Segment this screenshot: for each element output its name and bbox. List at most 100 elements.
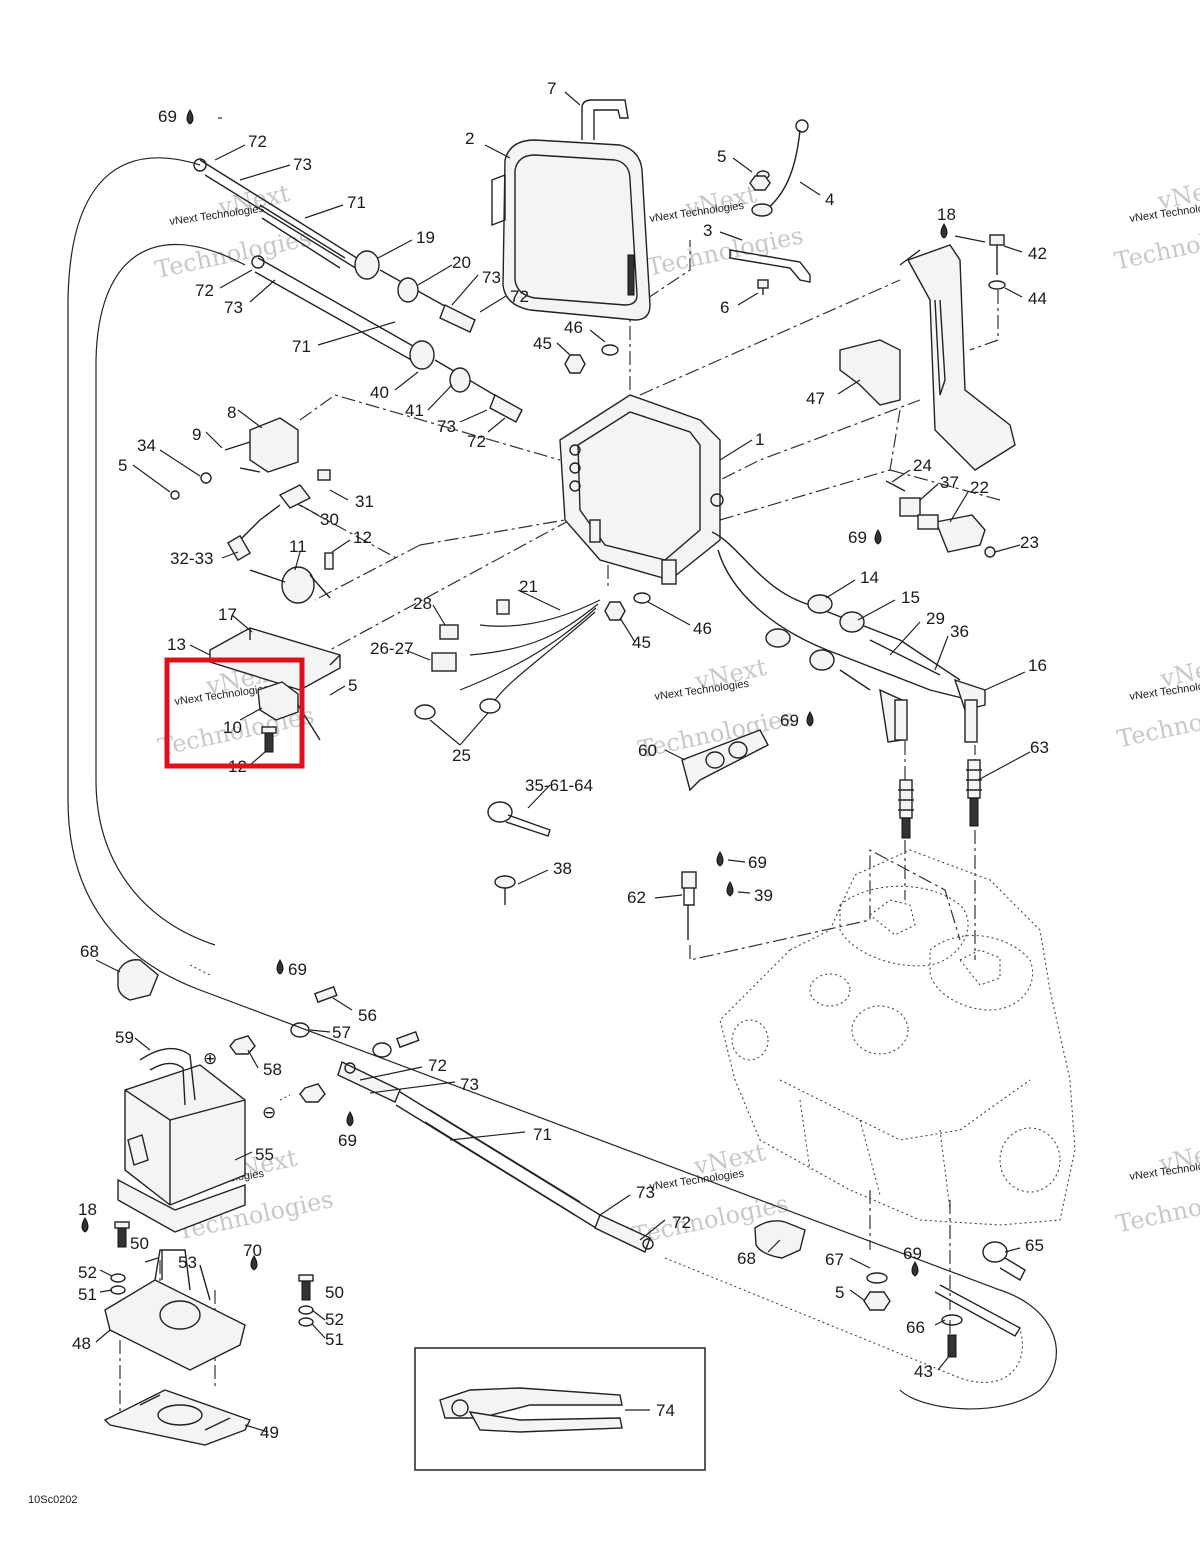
label-part-73: 73: [293, 155, 312, 174]
label-part-36: 36: [950, 622, 969, 641]
label-part-21: 21: [519, 577, 538, 596]
label-part-69: 69: [748, 853, 767, 872]
watermark-small: vNext Technologies: [169, 203, 265, 228]
label-part-25: 25: [452, 746, 471, 765]
positive-terminal-symbol: ⊕: [203, 1049, 217, 1068]
label-part-67: 67: [825, 1250, 844, 1269]
part-8-relay: [170, 417, 299, 500]
label-part-38: 38: [553, 859, 572, 878]
part-2-cover: [491, 139, 651, 321]
label-part-8: 8: [227, 403, 236, 422]
part-59-battery: [117, 1047, 246, 1233]
label-part-52: 52: [78, 1263, 97, 1282]
label-part-45: 45: [533, 334, 552, 353]
battery-cable-upper: [193, 158, 476, 333]
label-part-23: 23: [1020, 533, 1039, 552]
label-part-66: 66: [906, 1318, 925, 1337]
part-68-cap-right: [754, 1220, 806, 1259]
label-part-73: 73: [437, 417, 456, 436]
label-part-53: 53: [178, 1253, 197, 1272]
label-part-29: 29: [926, 609, 945, 628]
label-part-22: 22: [970, 478, 989, 497]
label-part-30: 30: [320, 510, 339, 529]
label-part-69: 69: [848, 528, 867, 547]
label-part-72: 72: [248, 132, 267, 151]
label-part-39: 39: [754, 886, 773, 905]
part-11-solenoid: [249, 552, 334, 604]
label-part-50: 50: [325, 1283, 344, 1302]
label-part-18: 18: [78, 1200, 97, 1219]
battery-cable-middle: [251, 255, 523, 423]
label-part-62: 62: [627, 888, 646, 907]
label-part-57: 57: [332, 1023, 351, 1042]
label-part-1: 1: [755, 430, 764, 449]
part-49-plate: [103, 1389, 251, 1446]
label-part-18: 18: [937, 205, 956, 224]
label-part-34: 34: [137, 436, 156, 455]
drop-symbols: [81, 109, 948, 1277]
label-part-50: 50: [130, 1234, 149, 1253]
part-48-tray: [104, 1249, 246, 1371]
part-60-clip: [681, 729, 769, 792]
label-part-72: 72: [428, 1056, 447, 1075]
label-part-26-27: 26-27: [370, 639, 413, 658]
part-22-connector: [885, 480, 996, 558]
part-62-sensor: [681, 871, 697, 940]
label-part-73: 73: [460, 1075, 479, 1094]
label-part-42: 42: [1028, 244, 1047, 263]
label-part-46: 46: [564, 318, 583, 337]
label-part-51: 51: [78, 1285, 97, 1304]
label-part-48: 48: [72, 1334, 91, 1353]
part-45-46-hardware-top: [564, 175, 771, 621]
label-part-14: 14: [860, 568, 879, 587]
label-part-10: 10: [223, 718, 242, 737]
label-part-74: 74: [656, 1401, 675, 1420]
part-35-61-64-tie: [487, 801, 551, 837]
battery-cable-lower: [337, 1061, 654, 1253]
highlight-box: [164, 657, 305, 769]
label-part-71: 71: [533, 1125, 552, 1144]
label-part-60: 60: [638, 741, 657, 760]
label-part-71: 71: [292, 337, 311, 356]
leader-lines: [95, 91, 1031, 1433]
label-part-11: 11: [289, 537, 307, 556]
label-part-68: 68: [80, 942, 99, 961]
label-part-31: 31: [355, 492, 374, 511]
label-part-32-33: 32-33: [170, 549, 213, 568]
label-part-69: 69: [158, 107, 177, 126]
label-part-35-61-64: 35-61-64: [525, 776, 593, 795]
label-part-72: 72: [467, 432, 486, 451]
label-part-69: 69: [780, 711, 799, 730]
part-65-terminal: [982, 1241, 1026, 1281]
label-part-73: 73: [636, 1183, 655, 1202]
watermark-technologies: Technologies: [1114, 1178, 1200, 1238]
label-part-51: 51: [325, 1330, 344, 1349]
label-part-15: 15: [901, 588, 920, 607]
part-30-fuse-holder: [226, 469, 331, 562]
negative-terminal-symbol: ⊖: [262, 1103, 276, 1122]
label-part-49: 49: [260, 1423, 279, 1442]
label-part-69: 69: [903, 1244, 922, 1263]
label-part-56: 56: [358, 1006, 377, 1025]
label-part-59: 59: [115, 1028, 134, 1047]
part-10-relay: [257, 681, 321, 741]
label-part-44: 44: [1028, 289, 1047, 308]
label-part-63: 63: [1030, 738, 1049, 757]
label-part-72: 72: [195, 281, 214, 300]
part-50-53-hardware: [110, 1221, 314, 1327]
spark-plugs-63: [898, 759, 982, 839]
label-part-69: 69: [338, 1131, 357, 1150]
label-part-55: 55: [255, 1145, 274, 1164]
ignition-harness: [711, 531, 986, 743]
label-part-47: 47: [806, 389, 825, 408]
label-part-40: 40: [370, 383, 389, 402]
label-part-73: 73: [482, 268, 501, 287]
label-part-16: 16: [1028, 656, 1047, 675]
label-part-70: 70: [243, 1241, 262, 1260]
label-part-68: 68: [737, 1249, 756, 1268]
label-part-20: 20: [452, 253, 471, 272]
label-part-19: 19: [416, 228, 435, 247]
label-part-17: 17: [218, 605, 237, 624]
label-part-5: 5: [348, 676, 357, 695]
